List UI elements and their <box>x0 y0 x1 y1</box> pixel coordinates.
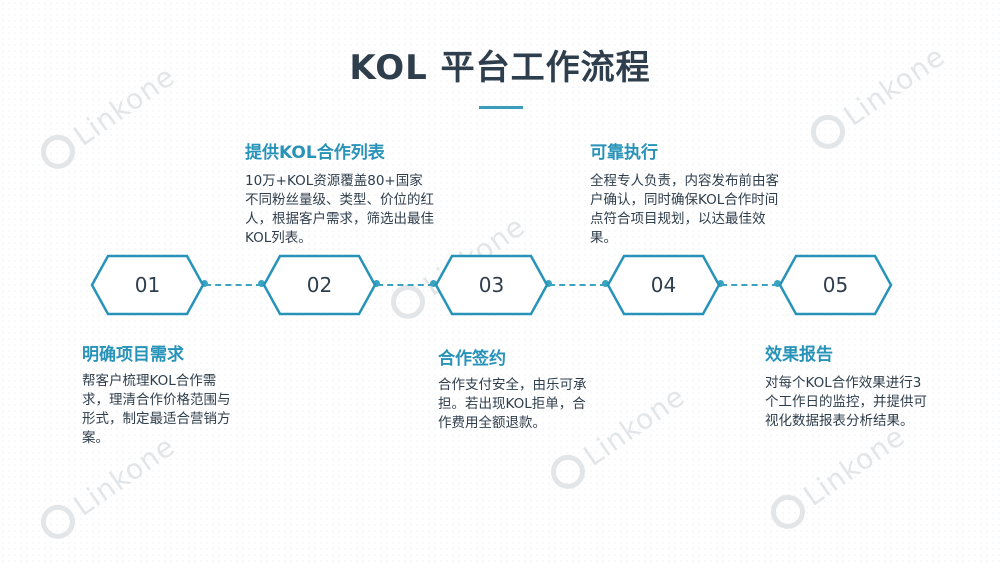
connector-dot <box>201 280 208 287</box>
step-title: 可靠执行 <box>590 143 658 163</box>
step-hexagon-4: 04 <box>606 254 721 316</box>
step-description: 10万+KOL资源覆盖80+国家不同粉丝量级、类型、价位的红人，根据客户需求，筛… <box>245 173 434 246</box>
step-hexagon-2: 02 <box>262 254 377 316</box>
connector-line <box>721 284 778 286</box>
step-number: 04 <box>650 273 677 297</box>
connector-dot <box>774 280 781 287</box>
step-number: 05 <box>822 273 849 297</box>
step-description: 合作支付安全，由乐可承担。若出现KOL拒单，合作费用全额退款。 <box>438 377 587 431</box>
step-number: 02 <box>306 273 333 297</box>
step-description: 对每个KOL合作效果进行3个工作日的监控，并提供可视化数据报表分析结果。 <box>765 375 927 429</box>
step-title: 明确项目需求 <box>82 345 184 365</box>
page-title: KOL 平台工作流程 <box>349 48 651 88</box>
connector-dot <box>430 280 437 287</box>
title-underline <box>479 106 523 109</box>
step-hexagon-3: 03 <box>434 254 549 316</box>
connector-line <box>205 284 262 286</box>
step-number: 03 <box>478 273 505 297</box>
connector-line <box>549 284 606 286</box>
connector-line <box>377 284 434 286</box>
step-title: 提供KOL合作列表 <box>245 143 385 163</box>
step-hexagon-1: 01 <box>90 254 205 316</box>
connector-dot <box>717 280 724 287</box>
connector-dot <box>373 280 380 287</box>
step-hexagon-5: 05 <box>778 254 893 316</box>
step-title: 合作签约 <box>438 349 506 369</box>
connector-dot <box>545 280 552 287</box>
connector-dot <box>602 280 609 287</box>
connector-dot <box>258 280 265 287</box>
step-number: 01 <box>134 273 161 297</box>
step-title: 效果报告 <box>765 345 833 365</box>
step-description: 全程专人负责，内容发布前由客户确认，同时确保KOL合作时间点符合项目规划，以达最… <box>590 173 779 246</box>
step-description: 帮客户梳理KOL合作需求，理清合作价格范围与形式，制定最适合营销方案。 <box>82 373 231 446</box>
